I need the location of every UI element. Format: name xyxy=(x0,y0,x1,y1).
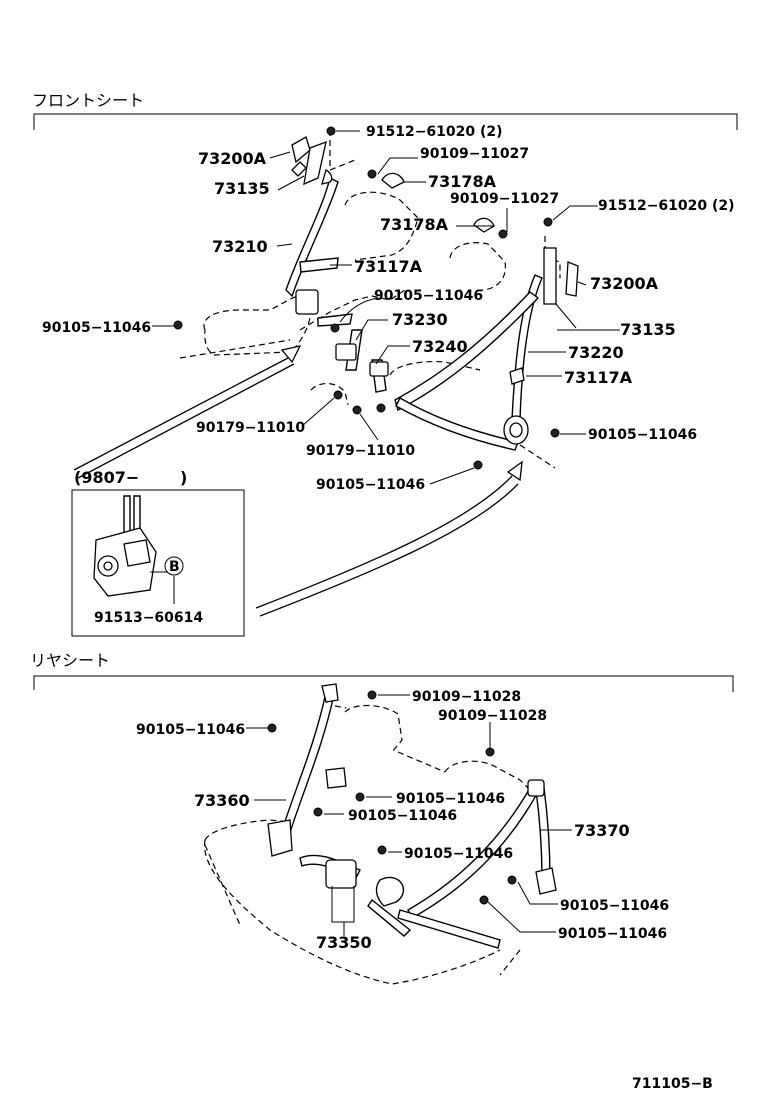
label-90105-11046-center: 90105−11046 xyxy=(374,288,483,304)
rear-section-bracket xyxy=(33,675,734,692)
inset-marker-b: B xyxy=(169,559,180,575)
inset-callout-arrows xyxy=(73,345,523,617)
label-73350: 73350 xyxy=(316,933,372,952)
rear-center-buckle-73350 xyxy=(299,854,412,937)
label-73200a-right: 73200A xyxy=(590,274,659,293)
label-73117a-right: 73117A xyxy=(564,368,633,387)
label-73230: 73230 xyxy=(392,310,448,329)
label-73210: 73210 xyxy=(212,237,268,256)
rear-right-belt-73370 xyxy=(397,779,557,949)
label-73240: 73240 xyxy=(412,337,468,356)
front-left-belt-73210 xyxy=(285,176,353,327)
label-73178a-b: 73178A xyxy=(380,215,449,234)
label-90105-11046-d: 90105−11046 xyxy=(404,846,513,862)
front-leader-lines xyxy=(152,130,620,485)
label-73178a-a: 73178A xyxy=(428,172,497,191)
front-seat-heading: フロントシート xyxy=(32,91,144,110)
rear-seat-outlines xyxy=(204,690,531,985)
front-buckles xyxy=(335,329,389,393)
inset-detail: (9807− ) B 91513−60614 xyxy=(71,468,245,637)
rear-part-labels: 90109−11028 90105−11046 90109−11028 7336… xyxy=(136,689,669,952)
label-90105-11046-lower: 90105−11046 xyxy=(316,477,425,493)
front-right-belt-73220 xyxy=(394,247,579,451)
label-91512-61020-top: 91512−61020 (2) xyxy=(366,124,503,140)
rear-leader-lines xyxy=(246,694,572,936)
label-90105-11046-c: 90105−11046 xyxy=(348,808,457,824)
inset-frame xyxy=(71,489,245,637)
label-90105-11046-e: 90105−11046 xyxy=(560,898,669,914)
label-73220: 73220 xyxy=(568,343,624,362)
figure-id: 711105−B xyxy=(632,1076,713,1092)
rear-seat-heading: リヤシート xyxy=(30,651,110,670)
inset-part-number: 91513−60614 xyxy=(94,610,203,626)
label-90109-11028-d: 90109−11028 xyxy=(438,708,547,724)
label-73200a-left: 73200A xyxy=(198,149,267,168)
label-90179-11010-b: 90179−11010 xyxy=(306,443,415,459)
label-73117a-left: 73117A xyxy=(354,257,423,276)
front-section-bracket xyxy=(33,113,738,130)
inset-date-close: ) xyxy=(180,468,187,487)
label-90105-11046-a: 90105−11046 xyxy=(136,722,245,738)
label-90105-11046-left: 90105−11046 xyxy=(42,320,151,336)
label-90109-11027-a: 90109−11027 xyxy=(420,146,529,162)
label-73370: 73370 xyxy=(574,821,630,840)
label-73135-right: 73135 xyxy=(620,320,676,339)
label-90105-11046-right: 90105−11046 xyxy=(588,427,697,443)
label-90179-11010-a: 90179−11010 xyxy=(196,420,305,436)
front-bolts xyxy=(173,126,560,470)
label-90109-11028-c: 90109−11028 xyxy=(412,689,521,705)
label-91512-61020-right: 91512−61020 (2) xyxy=(598,198,735,214)
label-73360: 73360 xyxy=(194,791,250,810)
label-90109-11027-b: 90109−11027 xyxy=(450,191,559,207)
front-part-labels: 91512−61020 (2) 73200A 90109−11027 73178… xyxy=(42,124,735,493)
label-90105-11046-b: 90105−11046 xyxy=(396,791,505,807)
label-90105-11046-f: 90105−11046 xyxy=(558,926,667,942)
label-73135-left: 73135 xyxy=(214,179,270,198)
front-seat-outlines xyxy=(179,130,561,469)
inset-marker-circle xyxy=(164,556,184,576)
front-left-anchor-parts xyxy=(291,136,333,186)
rear-bolts xyxy=(267,690,517,905)
rear-left-belt-73360 xyxy=(267,683,347,857)
inset-date-label: (9807− xyxy=(74,468,139,487)
